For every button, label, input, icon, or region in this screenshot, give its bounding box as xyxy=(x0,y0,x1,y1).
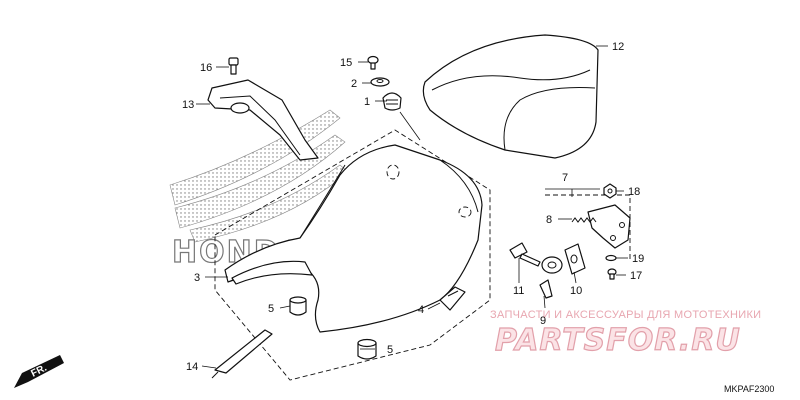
part-15-screw[interactable] xyxy=(367,55,379,70)
callout-10[interactable]: 10 xyxy=(570,285,582,297)
watermark: ЗАПЧАСТИ И АКСЕССУАРЫ ДЛЯ МОТОТЕХНИКИ PA… xyxy=(490,309,761,359)
callout-5a[interactable]: 5 xyxy=(268,303,274,315)
watermark-brand: PARTSFOR.RU xyxy=(495,323,741,358)
part-8-spring[interactable] xyxy=(571,217,597,223)
callout-18[interactable]: 18 xyxy=(628,186,640,198)
part-9-key-cylinder[interactable] xyxy=(539,256,563,299)
part-7-seat-lock-bracket[interactable] xyxy=(587,204,631,249)
part-14-seat-hook[interactable] xyxy=(211,329,273,379)
front-direction-marker: FR. xyxy=(14,355,64,388)
seat-assembly-boundary xyxy=(214,129,491,381)
callout-8[interactable]: 8 xyxy=(546,214,552,226)
part-11-key[interactable] xyxy=(509,242,541,267)
callout-1[interactable]: 1 xyxy=(364,96,370,108)
callout-13[interactable]: 13 xyxy=(182,99,194,111)
callout-12[interactable]: 12 xyxy=(612,41,624,53)
callout-11[interactable]: 11 xyxy=(513,285,524,297)
part-5b-cushion[interactable] xyxy=(357,338,377,360)
callout-leaders xyxy=(196,45,628,369)
part-1-grommet[interactable] xyxy=(382,92,421,141)
callout-17[interactable]: 17 xyxy=(630,270,642,282)
callout-15[interactable]: 15 xyxy=(340,57,352,69)
part-2-washer[interactable] xyxy=(370,77,390,87)
callout-19[interactable]: 19 xyxy=(632,253,644,265)
part-16-bolt[interactable] xyxy=(228,57,239,75)
callout-5b[interactable]: 5 xyxy=(387,344,393,356)
callout-2[interactable]: 2 xyxy=(351,78,357,90)
part-18-nut[interactable] xyxy=(603,183,617,199)
callout-9[interactable]: 9 xyxy=(540,315,546,327)
part-4-damper[interactable] xyxy=(439,286,466,311)
part-10-lock-plate[interactable] xyxy=(564,243,586,275)
diagram-code: MKPAF2300 xyxy=(724,384,774,394)
part-3-main-seat[interactable] xyxy=(224,144,483,333)
lock-assembly-boundary xyxy=(545,194,631,262)
callout-16[interactable]: 16 xyxy=(200,62,212,74)
watermark-tagline: ЗАПЧАСТИ И АКСЕССУАРЫ ДЛЯ МОТОТЕХНИКИ xyxy=(490,309,761,321)
callout-4[interactable]: 4 xyxy=(418,304,424,316)
callouts: 1 2 3 4 5 5 7 8 9 10 11 12 13 14 15 16 1… xyxy=(182,41,644,373)
callout-3[interactable]: 3 xyxy=(194,272,200,284)
part-17-screw[interactable] xyxy=(607,268,617,280)
callout-14[interactable]: 14 xyxy=(186,361,198,373)
part-5a-cushion[interactable] xyxy=(289,296,307,316)
part-12-rear-seat-cowl[interactable] xyxy=(422,34,599,159)
part-13-rear-bracket[interactable] xyxy=(207,79,319,161)
part-19-washer[interactable] xyxy=(605,254,617,262)
callout-7[interactable]: 7 xyxy=(562,172,568,184)
